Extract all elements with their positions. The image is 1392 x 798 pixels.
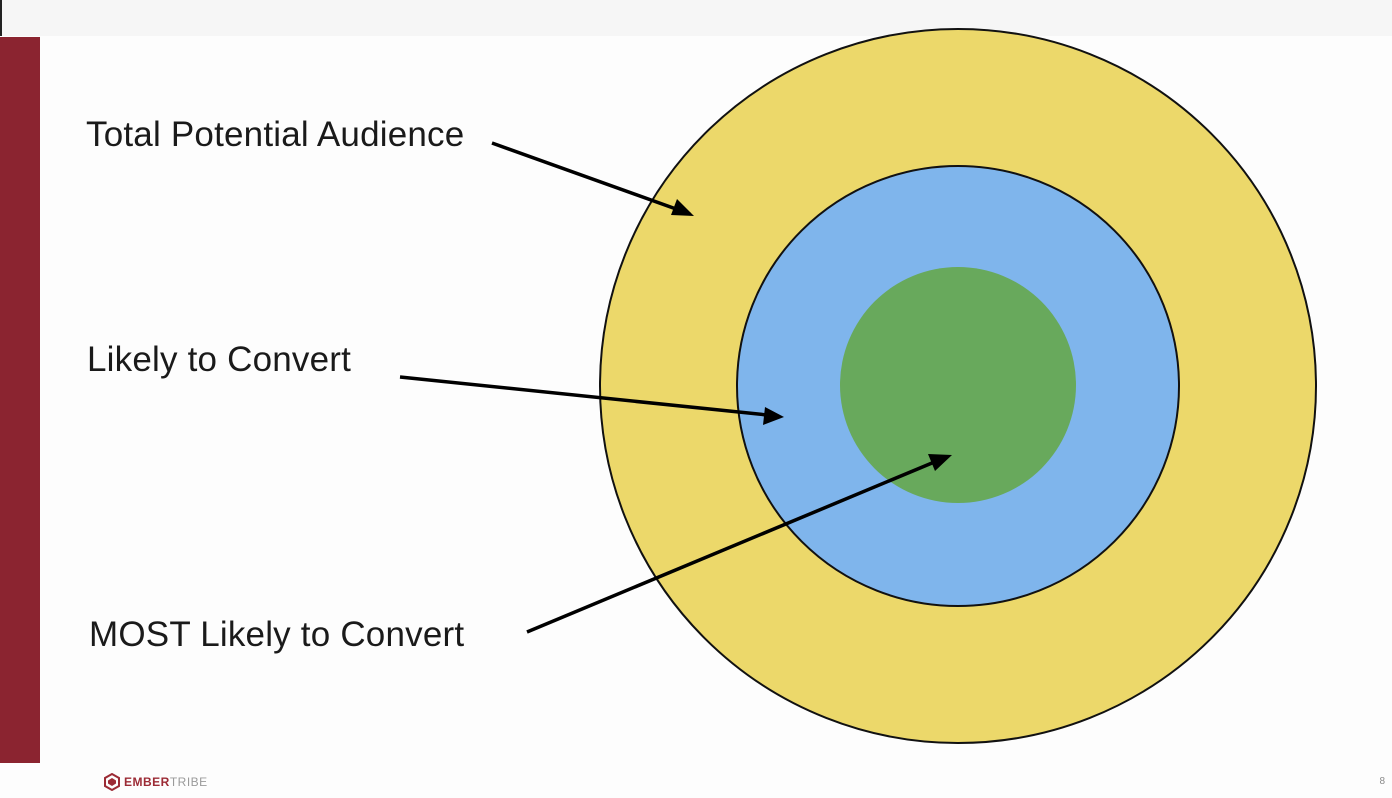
page-number: 8	[1379, 776, 1385, 787]
arrowhead-likely-convert	[763, 407, 784, 425]
arrow-most-likely-convert	[526, 456, 945, 634]
arrow-total-audience	[491, 141, 691, 216]
logo-text-ember: EMBER	[124, 775, 170, 789]
label-most-likely-to-convert: MOST Likely to Convert	[89, 615, 465, 654]
logo-text-tribe: TRIBE	[169, 775, 208, 789]
arrowhead-total-audience	[671, 199, 694, 216]
label-likely-to-convert: Likely to Convert	[87, 340, 352, 379]
accent-bar	[0, 37, 40, 763]
footer-logo: EMBER TRIBE	[104, 771, 208, 793]
label-total-potential-audience: Total Potential Audience	[86, 115, 465, 154]
embertribe-logo-icon	[104, 773, 120, 791]
top-edge	[0, 0, 1392, 36]
left-line	[0, 0, 2, 36]
arrowhead-most-likely-convert	[928, 454, 952, 471]
inner-circle-most-likely-convert	[840, 267, 1076, 503]
arrow-likely-convert	[399, 375, 778, 418]
